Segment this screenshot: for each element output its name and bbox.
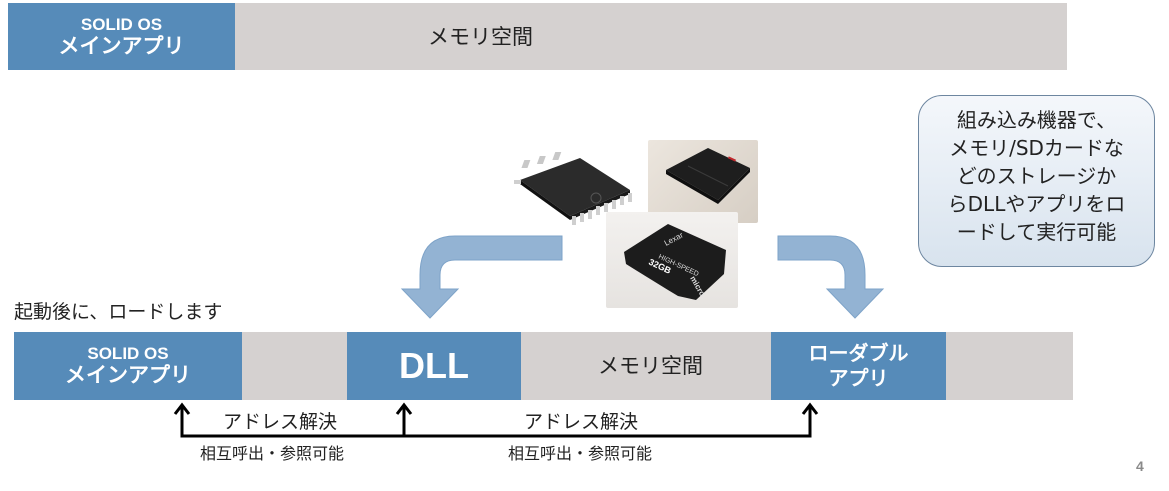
arrow-up-icon [801,402,819,415]
callout-line: どのストレージか [956,164,1117,188]
load-after-boot-caption: 起動後に、ロードします [14,301,223,323]
main-app-label: メインアプリ [65,363,191,387]
dll-block: DLL [347,332,521,400]
mutual-call-label-2: 相互呼出・参照可能 [508,444,653,463]
curved-arrow-right-icon [777,235,885,319]
curved-arrow-left-icon [400,235,563,319]
os-name: SOLID OS [87,344,169,363]
dll-label: DLL [399,345,469,386]
mutual-call-label-1: 相互呼出・参照可能 [200,444,345,463]
loadable-app-block: ローダブル アプリ [771,332,946,400]
arrow-up-icon [173,402,191,415]
arrow-up-icon [395,402,413,415]
link-line [180,405,812,438]
page-number: 4 [1136,458,1144,474]
bottom-os-main-app-block: SOLID OS メインアプリ [14,332,242,400]
callout-line: メモリ/SDカードな [949,136,1124,160]
callout-line: 組み込み機器で、 [956,108,1117,132]
loadable-label-line2: アプリ [828,366,889,390]
callout-box: 組み込み機器で、 メモリ/SDカードな どのストレージか らDLLやアプリをロ … [918,95,1155,267]
bottom-memory-space-label: メモリ空間 [598,354,703,378]
address-resolution-label-2: アドレス解決 [524,411,639,433]
os-name: SOLID OS [80,14,163,34]
top-memory-space-label: メモリ空間 [428,25,533,49]
memory-chip-icon [514,152,632,225]
loadable-label-line1: ローダブル [808,341,909,365]
ssd-drive-icon [666,148,750,204]
top-os-main-app-block: SOLID OS メインアプリ [8,3,235,70]
callout-line: らDLLやアプリをロ [947,192,1126,216]
callout-line: ードして実行可能 [956,220,1117,244]
microsd-card-icon: Lexar HIGH-SPEED 32GB micro [624,224,726,300]
sd-card-image: Lexar HIGH-SPEED 32GB micro [606,212,738,308]
ssd-drive-image [648,140,758,223]
address-resolution-label-1: アドレス解決 [223,411,338,433]
main-app-label: メインアプリ [58,33,185,58]
